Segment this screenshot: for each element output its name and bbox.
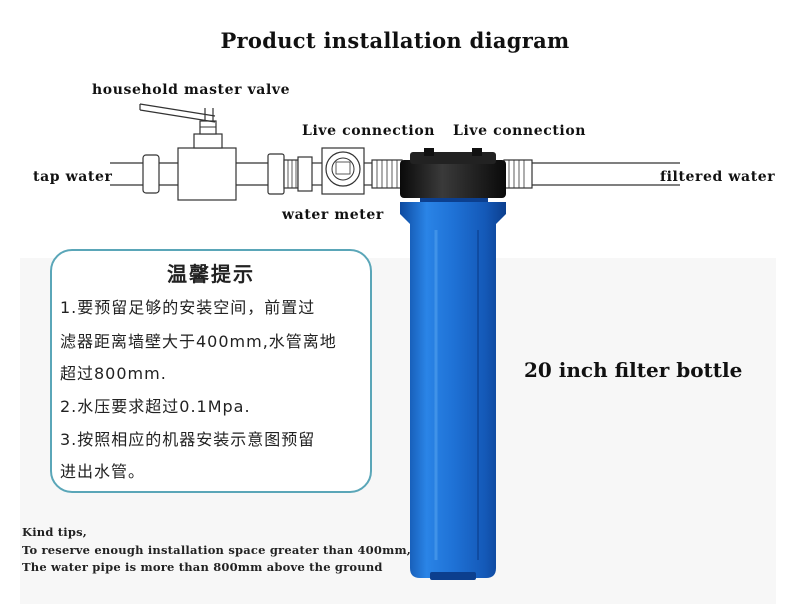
- tip-line: 超过800mm.: [60, 364, 167, 383]
- tips-box: [50, 249, 372, 493]
- tap-water-label: tap water: [33, 169, 113, 185]
- kind-tips-line: To reserve enough installation space gre…: [22, 543, 412, 557]
- filtered-water-label: filtered water: [660, 169, 776, 185]
- master-valve-body: [139, 103, 237, 201]
- kind-tips-line: Kind tips,: [22, 525, 87, 539]
- master-valve-label: household master valve: [92, 82, 291, 98]
- tip-line: 1.要预留足够的安装空间，前置过: [60, 298, 316, 317]
- kind-tips-line: The water pipe is more than 800mm above …: [22, 560, 383, 574]
- filter-cap: [400, 148, 506, 204]
- live-connection-right-label: Live connection: [453, 123, 587, 139]
- live-connection-left-fitting: [267, 153, 322, 195]
- tip-line: 滤器距离墙壁大于400mm,水管离地: [60, 332, 337, 351]
- tip-line: 3.按照相应的机器安装示意图预留: [60, 430, 316, 449]
- inlet-pipe: [110, 162, 145, 186]
- water-meter: [321, 147, 372, 195]
- live-connection-left-label: Live connection: [302, 123, 436, 139]
- outlet-fitting: [503, 159, 680, 189]
- tip-line: 2.水压要求超过0.1Mpa.: [60, 397, 251, 416]
- filter-bottle-housing: [400, 202, 506, 578]
- tip-line: 进出水管。: [60, 462, 146, 481]
- tips-heading: 温馨提示: [167, 262, 255, 286]
- live-connection-right-fitting: [371, 159, 403, 189]
- filter-bottle-label: 20 inch filter bottle: [524, 358, 743, 382]
- diagram-title: Product installation diagram: [220, 28, 570, 53]
- water-meter-label: water meter: [282, 207, 384, 223]
- union-left: [142, 154, 160, 194]
